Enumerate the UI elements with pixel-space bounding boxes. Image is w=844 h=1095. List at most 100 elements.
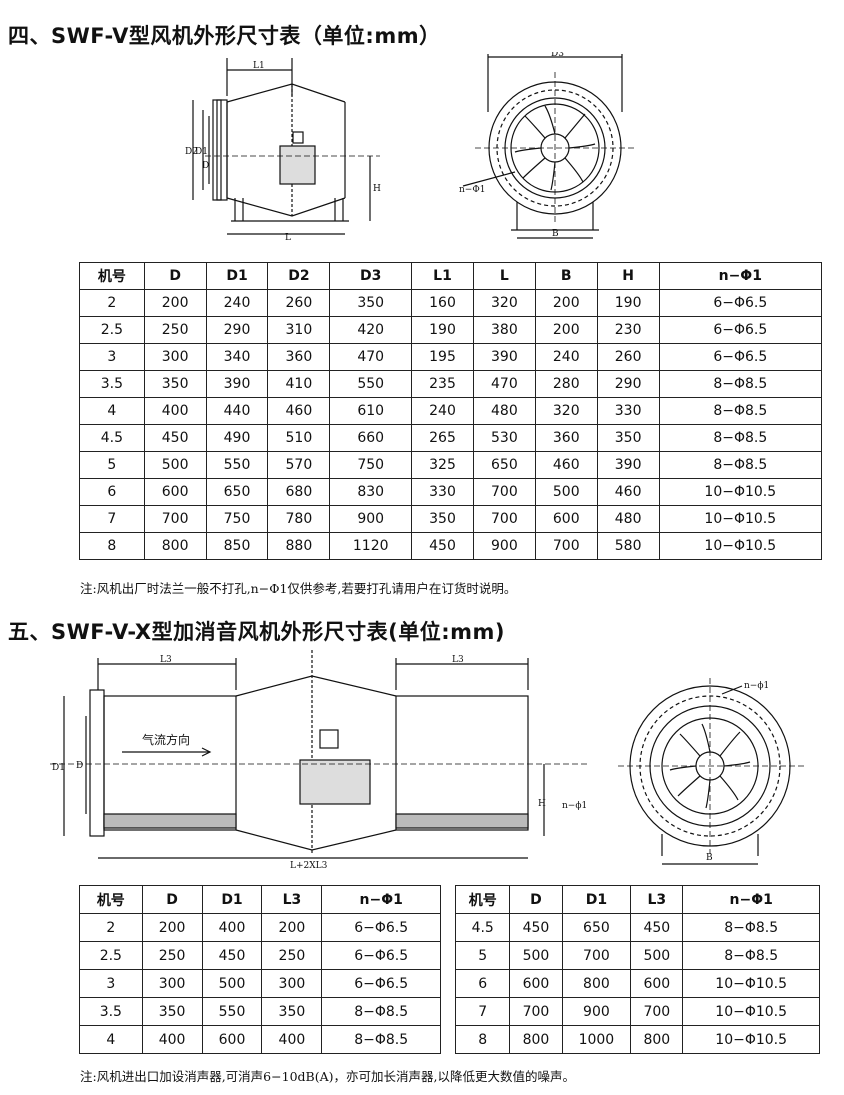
table-cell: 4.5 [454,913,511,942]
column-header: D3 [329,262,413,290]
label-D: D [202,161,209,171]
column-header: 机号 [79,262,145,290]
table-cell: 440 [205,397,269,425]
table-cell: 325 [411,451,474,479]
table-cell: 390 [472,343,536,371]
table-cell: 10−Φ10.5 [682,969,820,998]
silencer-fan-side-view-diagram: L3 L3 气流方向 D1 D H L+2XL3 n−ϕ1 [50,650,590,870]
table-cell: 10−Φ10.5 [658,532,823,560]
table-cell: 500 [143,451,207,479]
table-cell: 6 [79,478,145,506]
section2-title: 五、SWF-V-X型加消音风机外形尺寸表(单位:mm) [8,620,505,644]
table-cell: 450 [411,532,474,560]
table-cell: 240 [534,343,598,371]
table-cell: 350 [411,505,474,533]
table-cell: 7 [79,505,145,533]
table-cell: 700 [534,532,598,560]
table-cell: 580 [596,532,660,560]
table-cell: 550 [329,370,413,398]
table-cell: 530 [472,424,536,452]
fan-front-view-diagram: D3 n−Φ1 B [459,52,635,239]
table-cell: 660 [329,424,413,452]
table-cell: 6−Φ6.5 [321,913,441,942]
column-header: L3 [261,885,323,914]
table-cell: 700 [143,505,207,533]
label-D3: D3 [551,52,564,59]
table-cell: 2 [79,913,143,942]
table-cell: 160 [411,289,474,317]
label-B: B [552,229,559,239]
table-cell: 8−Φ8.5 [321,1025,441,1054]
table-cell: 650 [472,451,536,479]
column-header: L3 [630,885,684,914]
table-cell: 7 [454,997,511,1026]
table-cell: 390 [596,451,660,479]
table-cell: 8−Φ8.5 [658,451,823,479]
table-cell: 800 [630,1025,684,1054]
table-cell: 700 [630,997,684,1026]
table-cell: 460 [534,451,598,479]
column-header: L1 [411,262,474,290]
table-cell: 2.5 [79,316,145,344]
column-header: 机号 [79,885,143,914]
table-cell: 10−Φ10.5 [658,478,823,506]
table-cell: 235 [411,370,474,398]
table-cell: 350 [261,997,323,1026]
column-header: n−Φ1 [682,885,820,914]
table-cell: 350 [143,370,207,398]
table-cell: 330 [411,478,474,506]
table-cell: 900 [329,505,413,533]
label-airflow: 气流方向 [142,732,190,747]
table-cell: 195 [411,343,474,371]
table-cell: 8−Φ8.5 [321,997,441,1026]
table-cell: 10−Φ10.5 [658,505,823,533]
table-cell: 600 [201,1025,263,1054]
column-header: n−Φ1 [658,262,823,290]
table-cell: 290 [205,316,269,344]
table-cell: 470 [329,343,413,371]
table-cell: 600 [534,505,598,533]
label-L3-left: L3 [160,655,172,665]
label-D1: D1 [195,147,208,157]
column-header: D1 [205,262,269,290]
table-cell: 500 [201,969,263,998]
table-cell: 10−Φ10.5 [682,1025,820,1054]
table-cell: 4 [79,397,145,425]
label-total-length: L+2XL3 [290,861,328,870]
table-cell: 3.5 [79,370,145,398]
table-cell: 8−Φ8.5 [682,913,820,942]
column-header: 机号 [454,885,511,914]
table-cell: 265 [411,424,474,452]
column-header: D [509,885,563,914]
table-cell: 250 [141,941,203,970]
table-cell: 600 [630,969,684,998]
table-cell: 700 [472,505,536,533]
label-nphi: n−Φ1 [459,185,485,195]
table-cell: 460 [596,478,660,506]
table-cell: 8 [454,1025,511,1054]
table-cell: 550 [205,451,269,479]
table-cell: 260 [267,289,331,317]
table-cell: 500 [630,941,684,970]
label-nphi-front: n−ϕ1 [744,681,769,691]
table-cell: 190 [596,289,660,317]
table-cell: 250 [261,941,323,970]
table-cell: 650 [561,913,632,942]
section1-title: 四、SWF-V型风机外形尺寸表（单位:mm） [8,24,441,48]
label-nphi-side: n−ϕ1 [562,801,587,811]
label-D2: D2 [185,147,198,157]
table-cell: 200 [261,913,323,942]
table-cell: 360 [534,424,598,452]
label-D1: D1 [52,763,65,773]
table-cell: 750 [205,505,269,533]
